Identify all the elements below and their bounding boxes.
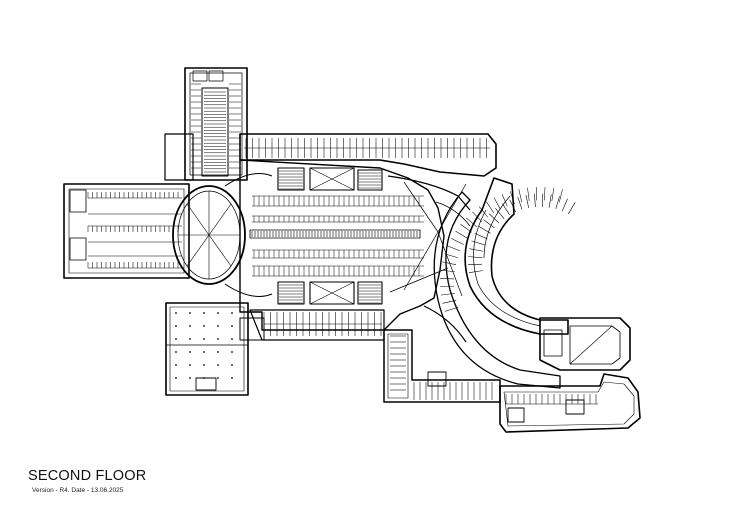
southwest-block bbox=[165, 302, 265, 396]
floor-title: SECOND FLOOR bbox=[28, 468, 147, 484]
east-annex bbox=[539, 317, 631, 371]
south-block bbox=[383, 329, 501, 403]
version-date-label: Version - R4. Date - 13.06.2025 bbox=[32, 487, 124, 494]
east-plaza bbox=[387, 175, 576, 389]
west-wing bbox=[63, 183, 190, 279]
oval-atrium bbox=[172, 185, 246, 285]
title-block: SECOND FLOOR Version - R4. Date - 13.06.… bbox=[28, 468, 146, 495]
north-tower bbox=[164, 67, 248, 181]
southeast-wing bbox=[499, 373, 641, 433]
central-block bbox=[224, 133, 497, 341]
